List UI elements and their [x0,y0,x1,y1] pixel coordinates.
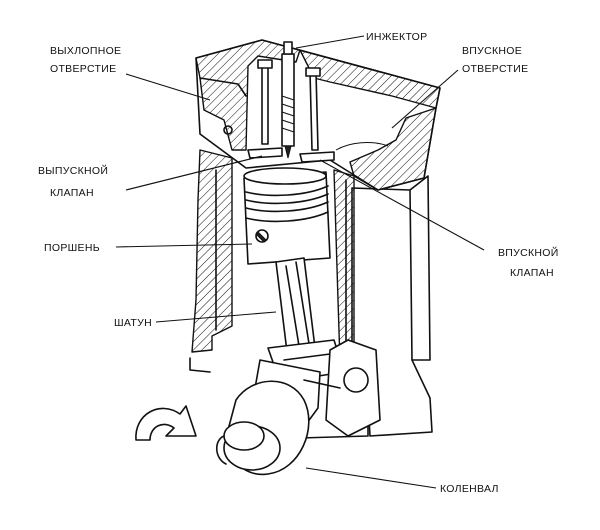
label-exhaust-valve-line1: ВЫПУСКНОЙ [38,164,108,177]
label-exhaust-valve-line2: КЛАПАН [50,187,94,199]
label-intake-valve-line1: ВПУСКНОЙ [498,246,559,259]
label-conrod: ШАТУН [114,317,152,329]
leader-conrod [155,311,277,323]
label-intake-port-line1: ВПУСКНОЕ [462,45,522,57]
label-intake-valve-line2: КЛАПАН [510,267,554,279]
crankshaft [215,339,381,476]
label-exhaust-port-line2: ОТВЕРСТИЕ [50,63,116,75]
label-intake-port-line2: ОТВЕРСТИЕ [462,63,528,75]
leader-intake-port [391,69,459,129]
leader-intake-valve [319,159,485,251]
rotation-arrow-icon [135,405,197,441]
injector [281,41,295,159]
leader-lines [115,35,485,489]
leader-crankshaft [305,467,437,489]
leader-injector [295,35,365,49]
label-piston: ПОРШЕНЬ [44,242,100,254]
leader-piston [115,243,253,248]
piston [243,167,331,265]
exhaust-valve [247,59,283,159]
label-exhaust-port-line1: ВЫХЛОПНОЕ [50,45,121,57]
label-crankshaft: КОЛЕНВАЛ [440,483,499,495]
labels: ИНЖЕКТОР ВЫХЛОПНОЕ ОТВЕРСТИЕ ВПУСКНОЕ ОТ… [38,31,559,495]
label-injector: ИНЖЕКТОР [366,31,427,43]
intake-valve [299,67,335,163]
leader-exhaust-port [125,73,211,101]
leader-exhaust-valve [125,155,263,191]
